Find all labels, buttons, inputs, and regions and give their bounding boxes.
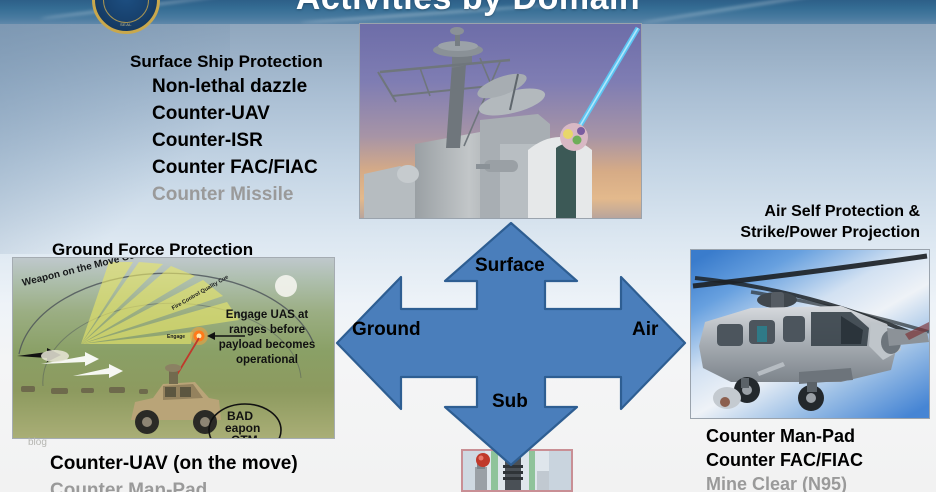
air-helicopter-image [690,249,930,419]
ground-annotation-callout: Engage UAS at ranges before payload beco… [219,309,316,366]
surface-item-4: Counter Missile [152,184,294,205]
ground-coverage-illustration: Weapon on the Move Coverage Fire Control… [13,258,334,438]
arrow-label-ground: Ground [352,319,421,340]
ground-item-1: Counter Man-Pad [50,480,208,492]
ground-force-protection-image: Weapon on the Move Coverage Fire Control… [12,257,335,439]
arrow-label-surface: Surface [475,255,545,276]
ground-annotation-engage: Engage [167,334,185,340]
air-items-block: Counter Man-Pad Counter FAC/FIAC Mine Cl… [706,424,863,492]
page-title: Activities by Domain [0,0,936,18]
air-item-0: Counter Man-Pad [706,426,856,446]
svg-text:eapon: eapon [225,421,260,435]
air-heading-line2: Strike/Power Projection [740,224,920,241]
four-way-domain-arrow: Surface Ground Air Sub [333,221,689,467]
svg-text:ranges before: ranges before [229,324,305,336]
surface-heading: Surface Ship Protection [130,52,323,71]
arrow-label-sub: Sub [492,391,528,412]
ground-annotation-weapon-label: BAD eapon OTM [225,409,260,438]
svg-text:BAD: BAD [227,409,253,423]
surface-item-2: Counter-ISR [152,130,263,151]
ground-image-watermark: blog [28,437,47,448]
sub-periscope-image [461,449,573,492]
ground-force-protection-heading: Ground Force Protection [52,240,254,259]
arrow-shape [335,221,687,467]
helicopter-illustration [691,250,929,418]
air-heading-line1: Air Self Protection & [764,203,920,220]
air-item-1: Counter FAC/FIAC [706,450,863,470]
ship-illustration [360,24,641,218]
air-self-protection-heading: Air Self Protection & Strike/Power Proje… [688,201,920,243]
air-item-2: Mine Clear (N95) [706,474,848,492]
surface-ship-protection-block: Surface Ship Protection Non-lethal dazzl… [130,51,323,208]
svg-text:operational: operational [236,354,298,366]
svg-text:OTM: OTM [231,433,258,438]
surface-item-0: Non-lethal dazzle [152,76,308,97]
svg-text:payload becomes: payload becomes [219,339,316,351]
background-left-haze [0,24,230,254]
svg-text:Engage UAS at: Engage UAS at [226,309,309,321]
surface-item-3: Counter FAC/FIAC [152,157,318,178]
seal-label: SEAL [120,22,132,27]
ground-items-block: Counter-UAV (on the move) Counter Man-Pa… [50,450,298,492]
surface-item-1: Counter-UAV [152,103,270,124]
periscope-illustration [463,451,571,490]
arrow-label-air: Air [632,319,659,340]
surface-ship-image [359,23,642,219]
ground-item-0: Counter-UAV (on the move) [50,453,298,474]
